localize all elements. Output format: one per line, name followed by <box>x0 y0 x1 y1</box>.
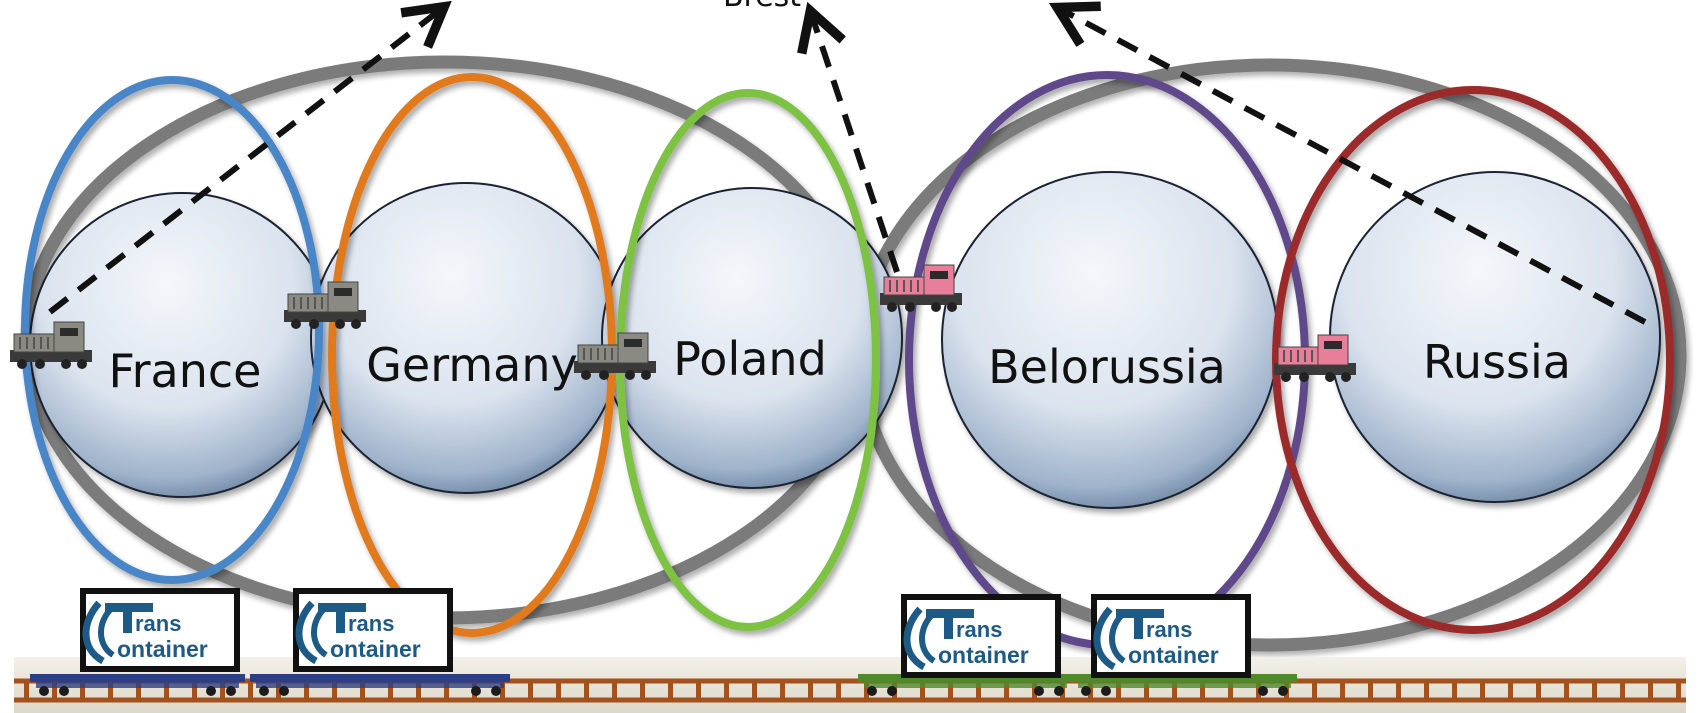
rail-sleeper <box>164 681 169 701</box>
locomotive-icon <box>284 281 366 329</box>
rail-sleeper <box>780 681 785 701</box>
rail-sleeper <box>836 681 841 701</box>
rail-sleeper <box>1620 681 1625 701</box>
rail-sleeper <box>1396 681 1401 701</box>
rail-sleeper <box>52 681 57 701</box>
rail-sleeper <box>864 681 869 701</box>
rail-sleeper <box>948 681 953 701</box>
country-labels: France Germany Poland Belorussia Russia <box>109 332 1571 398</box>
container-wagon-icon <box>250 674 510 696</box>
rail-sleeper <box>220 681 225 701</box>
container-wagon-icon <box>30 674 245 696</box>
rail-sleeper <box>584 681 589 701</box>
logo-line2: ontainer <box>330 636 421 662</box>
rail-sleeper <box>192 681 197 701</box>
label-germany: Germany <box>366 338 577 392</box>
locomotive-icon <box>1274 334 1356 382</box>
rail-sleeper <box>24 681 29 701</box>
trans-container-logo: rans ontainer <box>293 588 453 672</box>
trans-container-logo: rans ontainer <box>1091 594 1251 678</box>
rail-sleeper <box>500 681 505 701</box>
label-belorussia: Belorussia <box>988 340 1226 394</box>
rail-sleeper <box>136 681 141 701</box>
trans-container-logo: rans ontainer <box>80 588 240 672</box>
rail-sleeper <box>276 681 281 701</box>
rail-sleeper <box>1564 681 1569 701</box>
logo-line1: rans <box>348 611 394 636</box>
rail-sleeper <box>304 681 309 701</box>
rail-sleeper <box>696 681 701 701</box>
rail-sleeper <box>1592 681 1597 701</box>
logo-line1: rans <box>135 611 181 636</box>
logo-line2: ontainer <box>938 642 1029 668</box>
locomotive-icon <box>574 332 656 380</box>
rail-sleeper <box>1676 681 1681 701</box>
rail-sleeper <box>612 681 617 701</box>
rail-sleeper <box>332 681 337 701</box>
arrow-france <box>48 0 452 315</box>
rail-sleeper <box>1312 681 1317 701</box>
rail-sleeper <box>640 681 645 701</box>
rail-sleeper <box>1340 681 1345 701</box>
rail-sleeper <box>1648 681 1653 701</box>
rail-sleeper <box>1368 681 1373 701</box>
country-bubbles <box>29 171 1661 509</box>
label-france: France <box>109 344 262 398</box>
locomotive-icon <box>880 264 962 312</box>
rail-sleeper <box>1452 681 1457 701</box>
rail-sleeper <box>1172 681 1177 701</box>
logo-line1: rans <box>1146 617 1192 642</box>
rail-sleeper <box>1536 681 1541 701</box>
logos: rans ontainer rans ontainer rans ontaine… <box>80 588 1251 678</box>
rail-sleeper <box>444 681 449 701</box>
rail-sleeper <box>1424 681 1429 701</box>
label-brest: Brest <box>723 0 801 14</box>
label-russia: Russia <box>1423 335 1571 389</box>
ring-russia <box>1272 86 1674 634</box>
logo-line2: ontainer <box>117 636 208 662</box>
rail-sleeper <box>528 681 533 701</box>
rail-sleeper <box>808 681 813 701</box>
rail-sleeper <box>416 681 421 701</box>
rail-sleeper <box>1228 681 1233 701</box>
logo-line1: rans <box>956 617 1002 642</box>
rail-sleeper <box>752 681 757 701</box>
rail-sleeper <box>976 681 981 701</box>
rail-sleeper <box>1004 681 1009 701</box>
trans-container-logo: rans ontainer <box>901 594 1061 678</box>
locomotives <box>10 264 1356 382</box>
rail-sleeper <box>1116 681 1121 701</box>
rail-sleeper <box>724 681 729 701</box>
rail-sleeper <box>1144 681 1149 701</box>
rail-sleeper <box>360 681 365 701</box>
ring-france <box>21 76 323 584</box>
arrow-russia <box>1048 1 1647 325</box>
arrow-brest <box>797 1 900 273</box>
rail-sleeper <box>108 681 113 701</box>
rail-sleeper <box>388 681 393 701</box>
rail-sleeper <box>248 681 253 701</box>
label-poland: Poland <box>673 332 827 386</box>
rail-sleeper <box>1200 681 1205 701</box>
rail-sleeper <box>1508 681 1513 701</box>
rail-sleeper <box>668 681 673 701</box>
logo-line2: ontainer <box>1128 642 1219 668</box>
bubble-poland <box>601 187 903 489</box>
rail-sleeper <box>920 681 925 701</box>
rail-sleeper <box>80 681 85 701</box>
rail-sleeper <box>1480 681 1485 701</box>
dashed-arrows <box>48 0 1647 325</box>
locomotive-icon <box>10 321 92 369</box>
rail-sleeper <box>556 681 561 701</box>
